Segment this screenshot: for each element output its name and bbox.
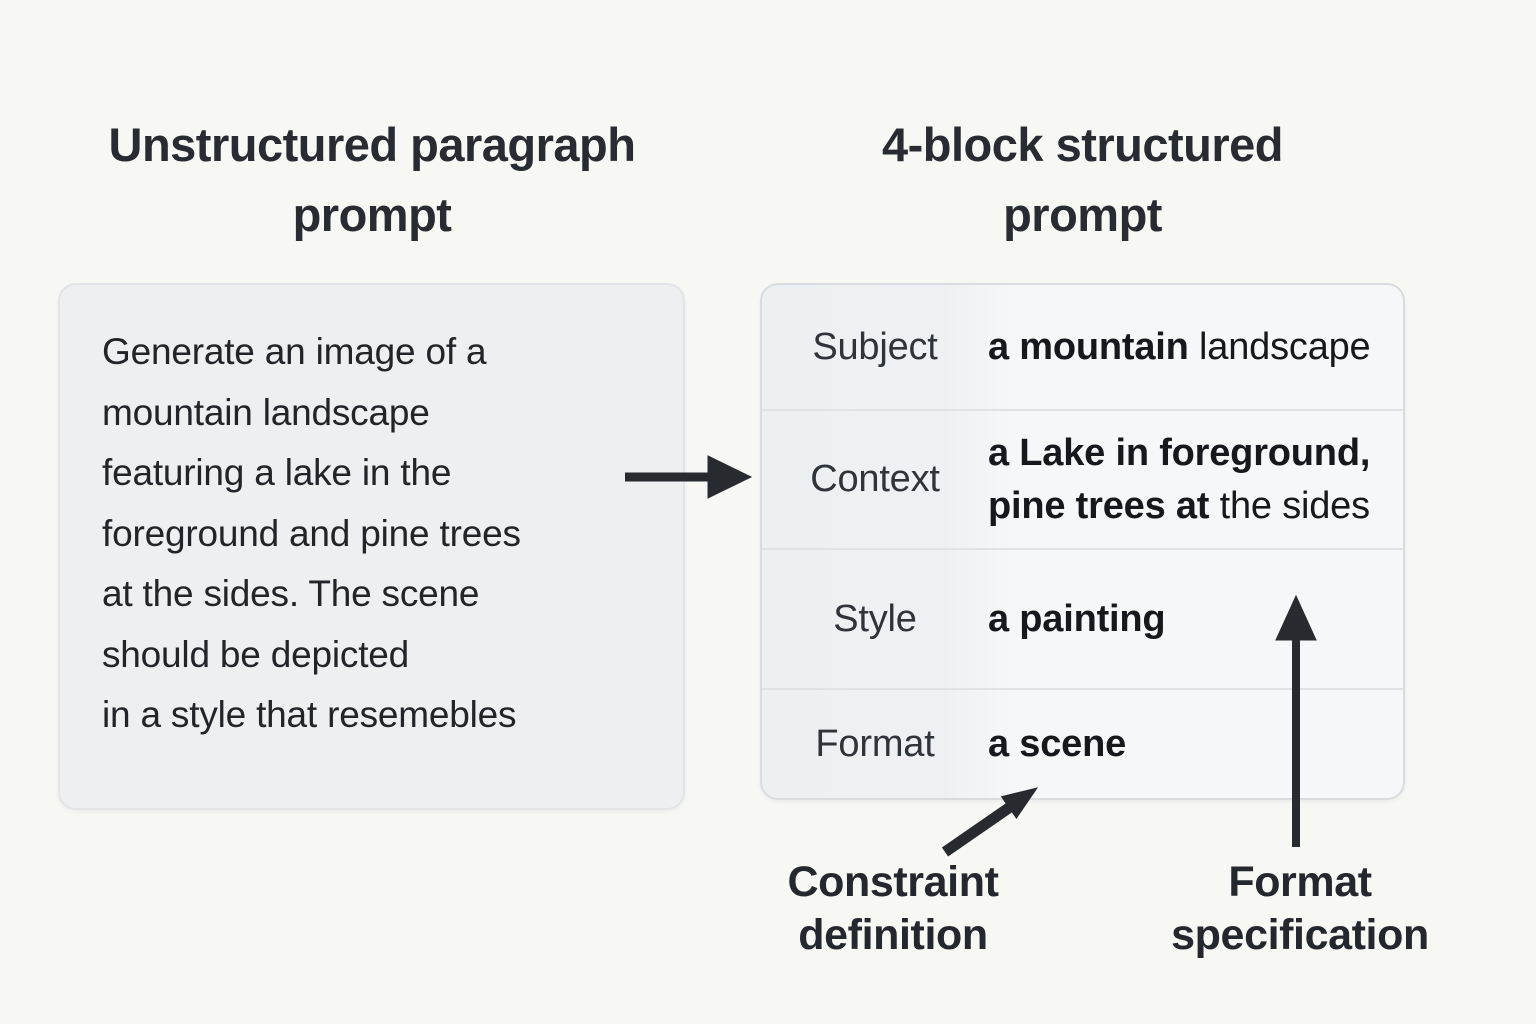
row-value-plain: the sides (1209, 484, 1371, 527)
row-value-emphasis: a mountain (988, 325, 1189, 368)
constraint-definition-label: Constraint definition (787, 858, 999, 959)
row-value-context: a Lake in foreground, pine trees at the … (988, 427, 1403, 533)
row-label-style: Style (833, 597, 917, 640)
row-value-emphasis: a painting (988, 597, 1166, 640)
structured-prompt-table: Subject a mountain landscape Context a L… (760, 283, 1405, 800)
format-specification-label: Format specification (1171, 858, 1429, 959)
row-value-format: a scene (988, 718, 1403, 771)
row-label-format: Format (815, 722, 935, 765)
right-heading: 4-block structured prompt (881, 118, 1284, 241)
left-heading: Unstructured paragraph prompt (108, 118, 636, 241)
row-value-emphasis: a Lake in foreground, pine trees at (988, 431, 1371, 527)
row-value-subject: a mountain landscape (988, 321, 1403, 374)
table-row-context: Context a Lake in foreground, pine trees… (762, 411, 1403, 550)
flow-right-arrow-icon (625, 455, 753, 499)
unstructured-prompt-box: Generate an image of a mountain landscap… (58, 283, 685, 810)
unstructured-prompt-text: Generate an image of a mountain landscap… (102, 331, 521, 735)
table-row-style: Style a painting (762, 550, 1403, 690)
table-row-format: Format a scene (762, 690, 1403, 798)
row-value-style: a painting (988, 593, 1403, 646)
row-value-plain: landscape (1188, 325, 1371, 368)
row-value-emphasis: a scene (988, 722, 1127, 765)
format-arrow-icon (1275, 594, 1317, 847)
row-label-context: Context (810, 458, 940, 500)
constraint-arrow-icon (941, 787, 1039, 857)
table-row-subject: Subject a mountain landscape (762, 285, 1403, 411)
row-label-subject: Subject (812, 325, 938, 368)
